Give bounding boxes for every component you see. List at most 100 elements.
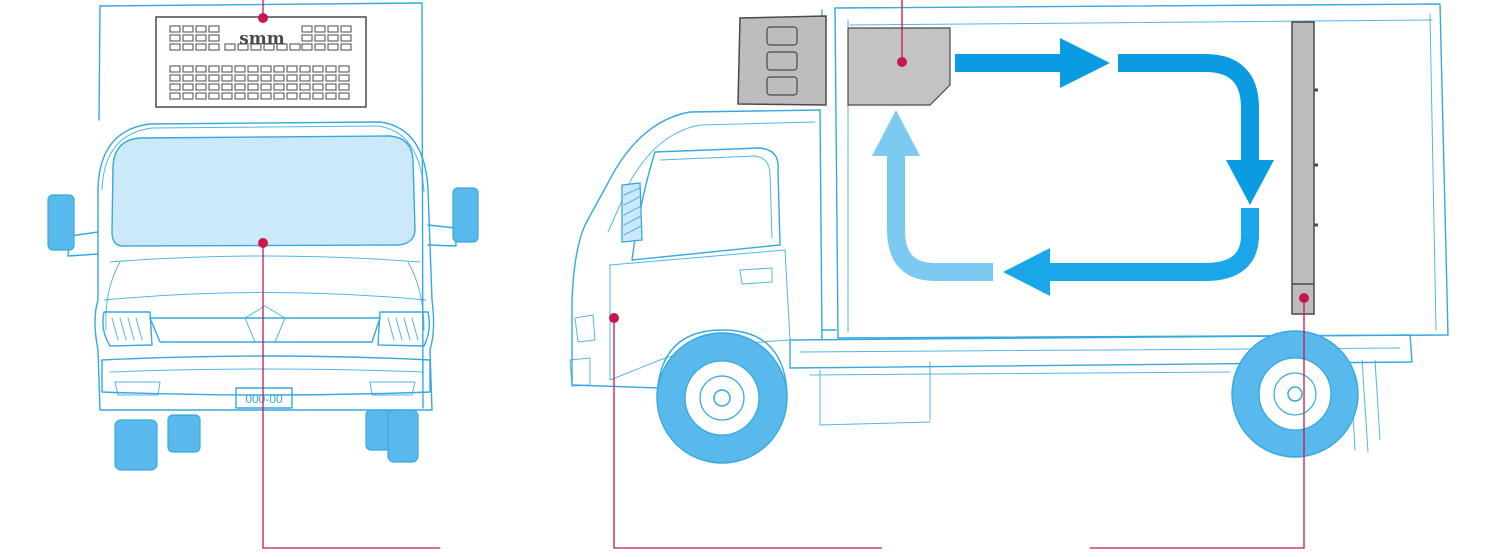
sign-grid-cell: [182, 25, 194, 33]
sign-grid-cell: [338, 83, 350, 91]
sign-grid-cell: [182, 92, 194, 100]
sign-grid-cell: [301, 25, 313, 33]
callouts: [258, 0, 1309, 549]
sign-grid-cell: [286, 74, 298, 82]
sign-grid-cell: [224, 43, 236, 51]
sign-grid-cell: [234, 65, 246, 73]
sign-grid-cell: [327, 34, 339, 42]
callout-line-windshield: [262, 243, 440, 549]
sign-grid-cell: [327, 25, 339, 33]
sign-grid-cell: [208, 25, 220, 33]
sign-grid-cell: [247, 83, 259, 91]
sign-grid-cell: [169, 92, 181, 100]
sign-grid-cell: [169, 74, 181, 82]
rear-right-tire: [365, 409, 392, 451]
sign-grid-cell: [260, 74, 272, 82]
sign-grid-cell: [286, 83, 298, 91]
front-bumper: [101, 355, 431, 396]
sign-grid-cell: [208, 92, 220, 100]
sign-grid-cell: [273, 65, 285, 73]
license-plate-text: 000-00: [245, 392, 283, 406]
sign-grid-cell: [195, 92, 207, 100]
sign-grid-cell: [338, 65, 350, 73]
sign-grid-cell: [263, 43, 275, 51]
sign-grid-cell: [340, 34, 352, 42]
sign-grid-cell: [301, 43, 313, 51]
front-grille: [149, 317, 381, 343]
sign-grid-cell: [221, 65, 233, 73]
sign-grid-cell: [260, 83, 272, 91]
cab-outline: [571, 109, 821, 389]
sign-grid-cell: [299, 92, 311, 100]
sign-grid-cell: [169, 34, 181, 42]
sign-brand-text: smm: [239, 29, 285, 49]
sign-grid-cell: [314, 43, 326, 51]
sign-grid-cell: [169, 83, 181, 91]
sign-grid-cell: [327, 43, 339, 51]
front-box-outline: [99, 2, 424, 409]
airflow-arrows: [872, 38, 1274, 296]
sign-grid-cell: [325, 83, 337, 91]
sign-grid-cell: [237, 43, 249, 51]
sign-grid-cell: [286, 92, 298, 100]
sign-grid-cell: [234, 83, 246, 91]
sign-grid-cell: [286, 65, 298, 73]
left-mirror: [47, 194, 75, 251]
sign-grid-cell: [312, 74, 324, 82]
sign-grid-cell: [325, 74, 337, 82]
sign-grid-cell: [301, 34, 313, 42]
front-emblem: [244, 305, 286, 343]
sign-grid-cell: [340, 25, 352, 33]
sign-grid-cell: [273, 74, 285, 82]
sign-grid-cell: [208, 43, 220, 51]
front-right-tire: [387, 409, 419, 463]
sign-grid-cell: [276, 43, 288, 51]
cab-window: [631, 147, 781, 261]
side-view: [569, 3, 1449, 464]
callout-line-cab: [613, 318, 882, 549]
sign-grid-cell: [221, 83, 233, 91]
evaporator-unit: [847, 27, 951, 106]
front-cab-outline: [94, 121, 435, 411]
front-view: 000-00 smm: [47, 2, 479, 471]
callout-dot-icon: [1299, 293, 1309, 303]
windshield: [111, 135, 416, 247]
sign-grid-cell: [182, 74, 194, 82]
sign-grid-cell: [299, 74, 311, 82]
callout-dot-icon: [897, 57, 907, 67]
sign-grid-cell: [169, 43, 181, 51]
sign-grid-cell: [273, 92, 285, 100]
sign-grid-cell: [182, 43, 194, 51]
sign-grid-cell: [195, 83, 207, 91]
chassis-frame: [789, 334, 1413, 369]
sign-grid-cell: [182, 65, 194, 73]
sign-grid-cell: [195, 34, 207, 42]
sign-grid-cell: [250, 43, 262, 51]
sign-grid-cell: [247, 65, 259, 73]
sign-grid: [169, 25, 352, 100]
roof-sign-board: smm: [155, 16, 367, 108]
sign-grid-cell: [208, 65, 220, 73]
sign-grid-cell: [234, 74, 246, 82]
sign-grid-cell: [195, 25, 207, 33]
cargo-box: [834, 3, 1449, 339]
sign-grid-cell: [289, 43, 301, 51]
sign-grid-cell: [312, 83, 324, 91]
sign-grid-cell: [247, 74, 259, 82]
sign-grid-cell: [221, 74, 233, 82]
sign-grid-cell: [195, 43, 207, 51]
sign-grid-cell: [340, 43, 352, 51]
sign-grid-cell: [299, 83, 311, 91]
sign-grid-cell: [325, 65, 337, 73]
sign-grid-cell: [314, 34, 326, 42]
front-wheel: [656, 329, 788, 464]
sign-grid-cell: [195, 74, 207, 82]
sign-grid-cell: [260, 65, 272, 73]
sign-grid-cell: [325, 92, 337, 100]
sign-grid-cell: [299, 65, 311, 73]
callout-dot-icon: [258, 238, 268, 248]
left-headlight: [102, 311, 153, 347]
sign-grid-cell: [338, 74, 350, 82]
sign-grid-cell: [208, 83, 220, 91]
sign-grid-cell: [221, 92, 233, 100]
